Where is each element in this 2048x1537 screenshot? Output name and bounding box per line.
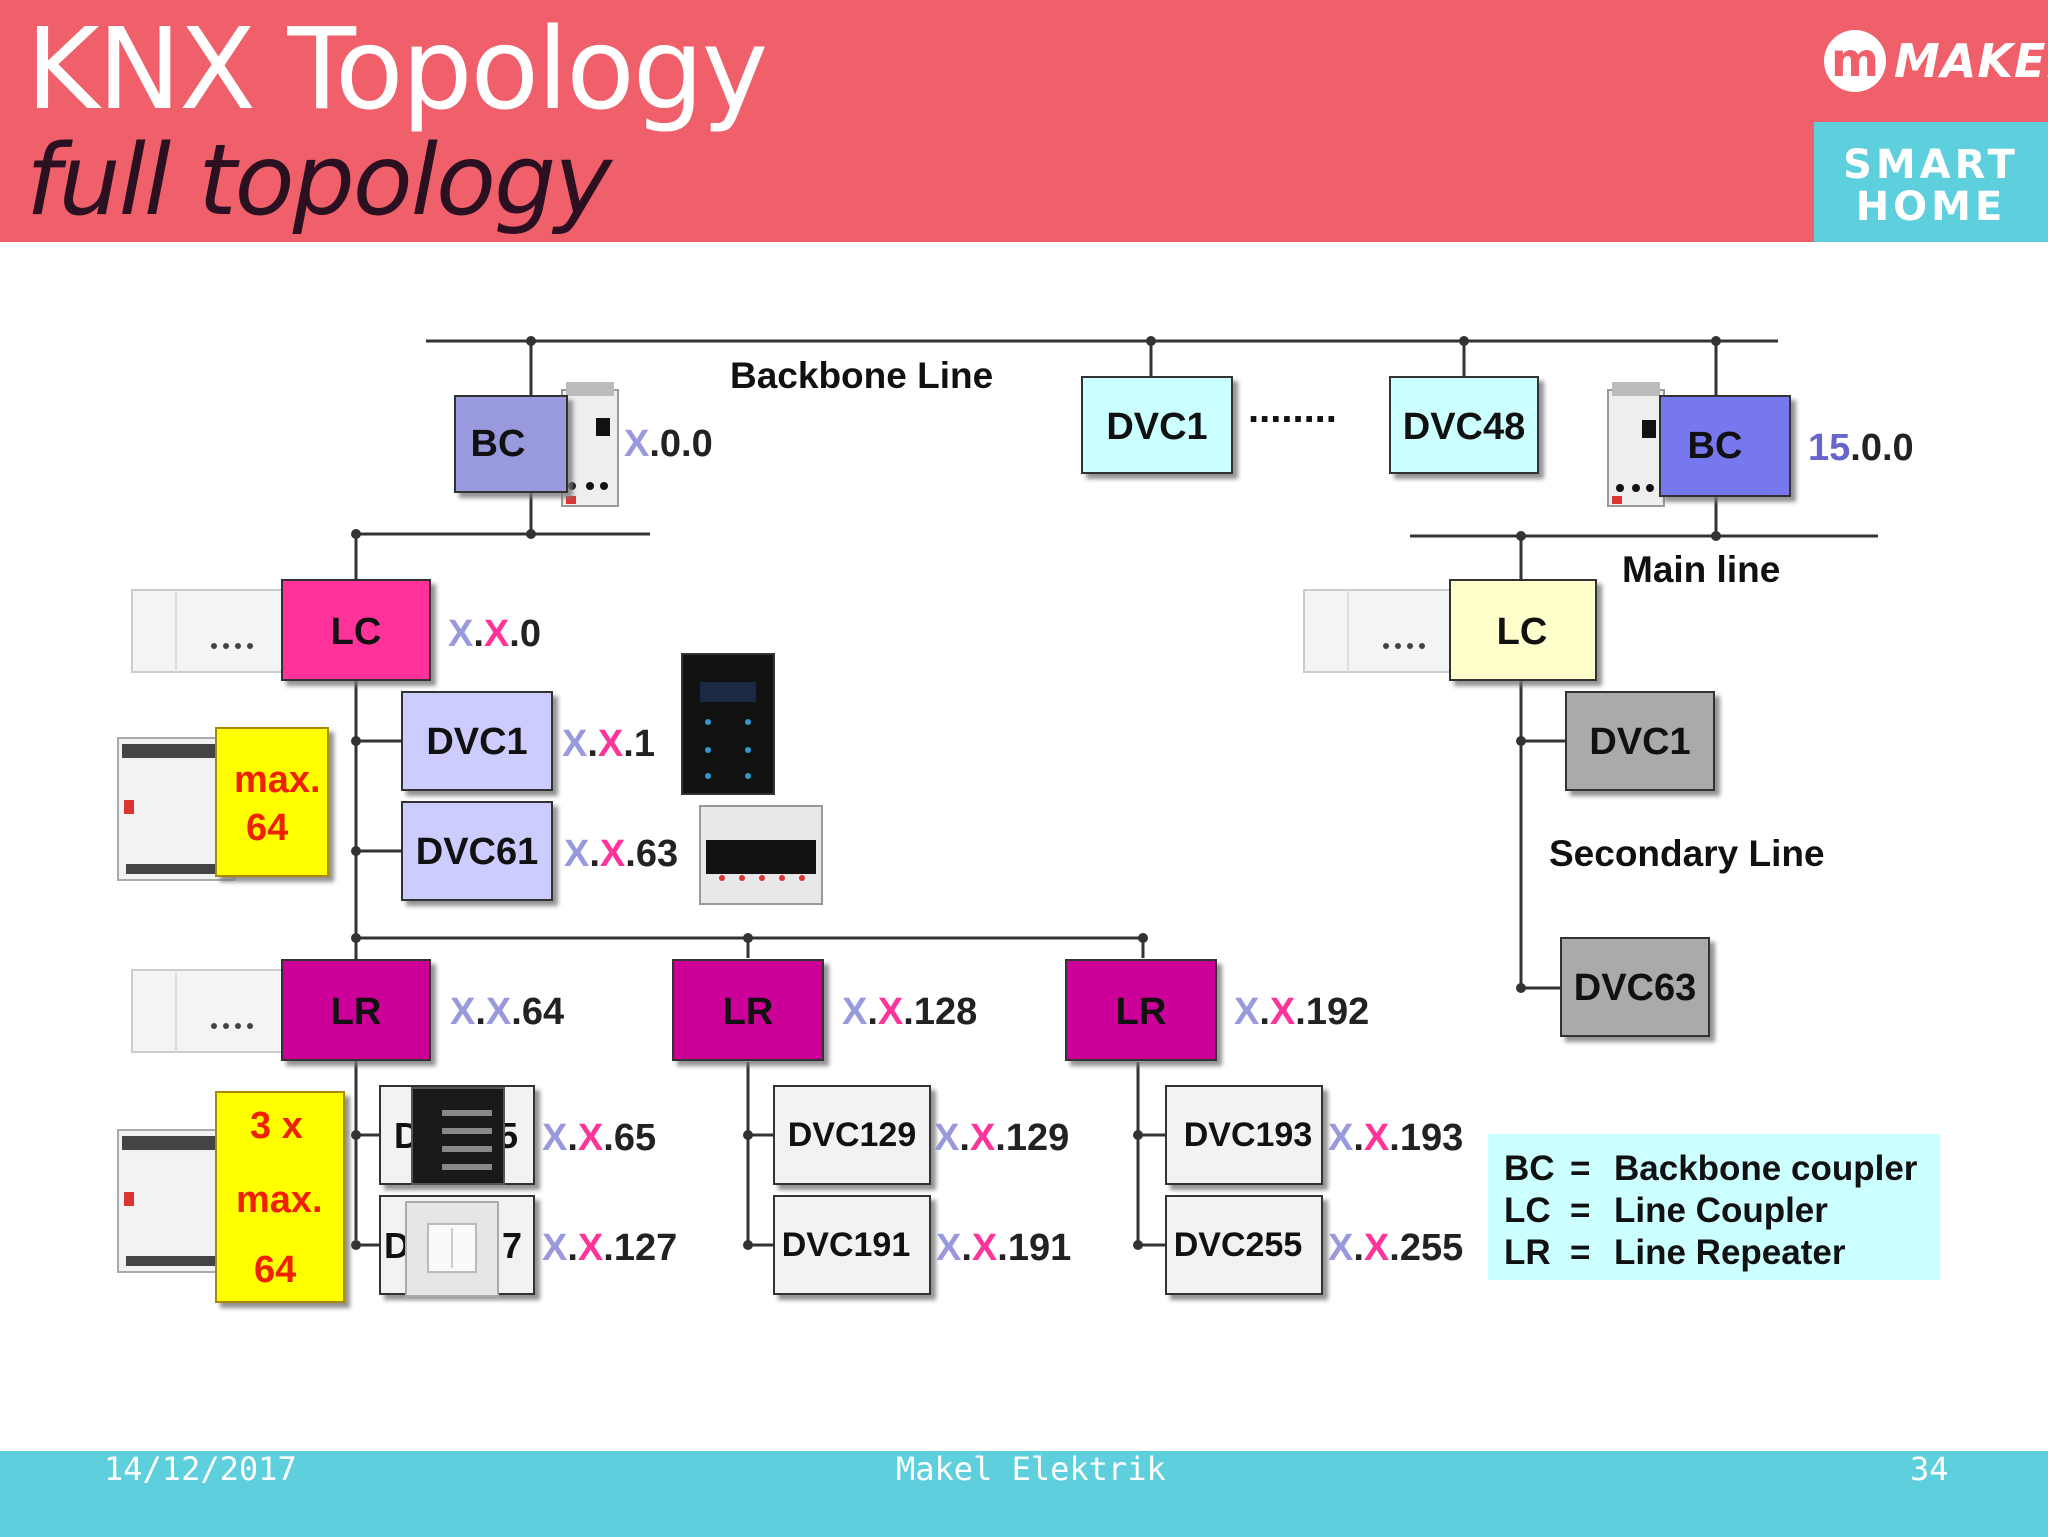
box-lr2 xyxy=(672,959,824,1061)
address-d127: X.X.127 xyxy=(542,1227,677,1269)
makel-logo-text: MAKEL xyxy=(1894,34,2048,88)
box-lr3-label: LR xyxy=(1116,991,1167,1033)
wire-junctions xyxy=(351,336,1721,1250)
footer-date: 14/12/2017 xyxy=(104,1450,297,1488)
legend-lc-abbr: LC xyxy=(1504,1191,1551,1230)
box-lr3 xyxy=(1065,959,1217,1061)
badge-home: HOME xyxy=(1855,184,2007,230)
din-device-bc-right-icon xyxy=(1607,382,1665,507)
note-3x-line1: 3 x xyxy=(250,1105,303,1147)
box-dvc1-left-label: DVC1 xyxy=(426,721,527,763)
legend-bc-desc: Backbone coupler xyxy=(1614,1149,1918,1188)
box-bc-left xyxy=(454,395,568,493)
box-dvc129-label: DVC129 xyxy=(788,1116,917,1154)
footer-company: Makel Elektrik xyxy=(896,1450,1166,1488)
power-supply-device-top-icon xyxy=(117,737,235,881)
box-dvc61-label: DVC61 xyxy=(416,831,539,873)
box-dvc193-label: DVC193 xyxy=(1184,1116,1313,1154)
address-lr2: X.X.128 xyxy=(842,991,977,1033)
secondary-line-label: Secondary Line xyxy=(1549,833,1825,874)
box-bc-right-label: BC xyxy=(1688,425,1743,467)
box-dvc191 xyxy=(773,1195,931,1295)
note-3x-line2: max. xyxy=(236,1179,323,1221)
footer-page-number: 34 xyxy=(1910,1450,1949,1488)
legend-lr-eq: = xyxy=(1570,1233,1590,1272)
legend-box xyxy=(1488,1134,1940,1280)
box-dvc48 xyxy=(1389,376,1539,474)
legend-bc-eq: = xyxy=(1570,1149,1590,1188)
address-bc-left: X.0.0 xyxy=(624,423,713,465)
box-dvc191-label: DVC191 xyxy=(782,1226,911,1264)
header-banner xyxy=(0,0,1814,242)
address-d65: X.X.65 xyxy=(542,1117,656,1159)
box-dvc127-label-right: 7 xyxy=(502,1225,522,1266)
makel-logo-icon: m xyxy=(1824,30,1886,92)
box-dvc1-right-label: DVC1 xyxy=(1589,721,1690,763)
box-dvc63-label: DVC63 xyxy=(1574,967,1697,1009)
address-dvc1: X.X.1 xyxy=(562,723,655,765)
box-lc-right-label: LC xyxy=(1497,611,1548,653)
box-bc-left-label: BC xyxy=(471,423,526,465)
legend-bc-abbr: BC xyxy=(1504,1149,1555,1188)
box-lc-left xyxy=(281,579,431,681)
address-d255: X.X.255 xyxy=(1328,1227,1463,1269)
slide-title: KNX Topology xyxy=(26,5,768,135)
box-dvc48-label: DVC48 xyxy=(1403,406,1526,448)
box-dvc1-right xyxy=(1565,691,1715,791)
legend-lc-eq: = xyxy=(1570,1191,1590,1230)
box-lc-right xyxy=(1449,579,1597,681)
smart-home-badge xyxy=(1814,122,2048,242)
box-bc-right xyxy=(1659,395,1791,497)
address-lr3: X.X.192 xyxy=(1234,991,1369,1033)
touch-panel-icon xyxy=(411,1087,505,1185)
main-line-label: Main line xyxy=(1622,549,1780,590)
address-bc-right: 15.0.0 xyxy=(1808,427,1914,469)
box-lr2-label: LR xyxy=(723,991,774,1033)
wall-switch-icon xyxy=(405,1201,499,1297)
wires xyxy=(354,339,1878,1247)
address-d191: X.X.191 xyxy=(936,1227,1071,1269)
knx-topology-diagram: Backbone Line Main line Secondary Line .… xyxy=(117,336,1940,1303)
note-3x-line3: 64 xyxy=(254,1249,296,1291)
address-d129: X.X.129 xyxy=(934,1117,1069,1159)
address-dvc61: X.X.63 xyxy=(564,833,678,875)
box-dvc1-top-label: DVC1 xyxy=(1106,406,1207,448)
thermostat-panel-icon xyxy=(681,653,775,795)
address-lc-left: X.X.0 xyxy=(448,613,541,655)
note-max64-line2: 64 xyxy=(246,807,288,849)
backbone-line-label: Backbone Line xyxy=(730,355,993,396)
legend-lc-desc: Line Coupler xyxy=(1614,1191,1828,1230)
ellipsis-dots: ........ xyxy=(1248,387,1337,431)
box-dvc255 xyxy=(1165,1195,1323,1295)
actuator-module-icon xyxy=(699,805,823,905)
slide-subtitle: full topology xyxy=(26,124,612,238)
box-dvc129 xyxy=(773,1085,931,1185)
box-dvc1-top xyxy=(1081,376,1233,474)
legend-lr-abbr: LR xyxy=(1504,1233,1551,1272)
address-d193: X.X.193 xyxy=(1328,1117,1463,1159)
note-3x-max64 xyxy=(215,1091,345,1303)
power-supply-device-bottom-icon xyxy=(117,1129,235,1273)
legend-lr-desc: Line Repeater xyxy=(1614,1233,1846,1272)
box-dvc1-left xyxy=(401,691,553,791)
box-dvc193 xyxy=(1165,1085,1323,1185)
box-lr1 xyxy=(281,959,431,1061)
box-dvc63 xyxy=(1560,937,1710,1037)
box-dvc61 xyxy=(401,801,553,901)
address-lr1: X.X.64 xyxy=(450,991,564,1033)
box-lc-left-label: LC xyxy=(331,611,382,653)
badge-smart: SMART xyxy=(1843,142,2019,188)
footer-bar xyxy=(0,1451,2048,1537)
note-max64 xyxy=(215,727,329,877)
note-max64-line1: max. xyxy=(234,759,321,801)
box-dvc255-label: DVC255 xyxy=(1174,1226,1303,1264)
box-lr1-label: LR xyxy=(331,991,382,1033)
din-device-bc-left-icon xyxy=(561,382,619,507)
